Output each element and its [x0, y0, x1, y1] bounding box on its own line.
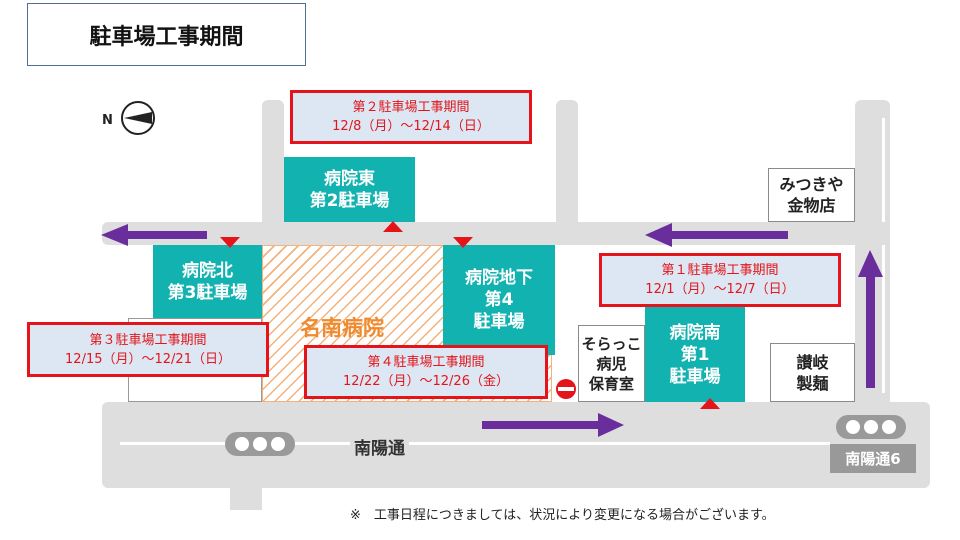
notice-lot-3: 第３駐車場工事期間 12/15（月）～12/21（日）: [27, 322, 269, 377]
notice-title: 第１駐車場工事期間: [661, 263, 779, 278]
road-main-line: [120, 442, 830, 445]
traffic-light-icon: [225, 432, 295, 456]
notice-title: 第４駐車場工事期間: [367, 355, 485, 370]
notice-title: 第２駐車場工事期間: [352, 100, 470, 115]
entrance-marker: [700, 398, 720, 409]
arrow-left-icon: [101, 224, 207, 246]
landmark-mitsukiya: みつきや 金物店: [768, 168, 855, 222]
hospital-name: 名南病院: [300, 316, 384, 340]
arrow-right-icon: [482, 413, 624, 437]
traffic-light-icon: [836, 415, 906, 439]
notice-period: 12/15（月）～12/21（日）: [65, 351, 231, 367]
intersection-label: 南陽通6: [830, 444, 916, 473]
notice-period: 12/22（月）～12/26（金）: [343, 374, 509, 389]
notice-lot-4: 第４駐車場工事期間 12/22（月）～12/26（金）: [304, 345, 548, 399]
parking-lot-1[interactable]: 病院南 第1 駐車場: [645, 307, 745, 402]
road-vertical-left: [262, 100, 284, 230]
notice-lot-1: 第１駐車場工事期間 12/1（月）～12/7（日）: [599, 253, 841, 307]
page-title: 駐車場工事期間: [89, 24, 244, 50]
parking-lot-2[interactable]: 病院東 第2駐車場: [284, 157, 415, 222]
compass-icon: N: [100, 100, 160, 136]
notice-period: 12/8（月）～12/14（日）: [332, 119, 490, 134]
parking-lot-4[interactable]: 病院地下 第4 駐車場: [443, 245, 555, 355]
notice-lot-2: 第２駐車場工事期間 12/8（月）～12/14（日）: [290, 90, 532, 144]
entrance-marker: [383, 221, 403, 232]
no-entry-icon: [556, 379, 576, 399]
notice-title: 第３駐車場工事期間: [89, 332, 207, 348]
road-horizontal: [102, 222, 890, 245]
parking-lot-3[interactable]: 病院北 第3駐車場: [153, 245, 262, 318]
landmark-sanuki: 讃岐 製麺: [770, 343, 855, 402]
road-center-line: [882, 118, 885, 393]
arrow-up-icon: [858, 250, 883, 388]
landmark-soracco: そらっこ 病児 保育室: [578, 325, 645, 402]
entrance-marker: [453, 237, 473, 248]
arrow-left-icon: [645, 223, 788, 247]
title-box: 駐車場工事期間: [27, 3, 306, 66]
road-stub: [230, 486, 262, 510]
compass-n-label: N: [102, 113, 113, 128]
footnote: ※ 工事日程につきましては、状況により変更になる場合がございます。: [350, 508, 775, 523]
road-vertical-middle: [556, 100, 578, 230]
entrance-marker: [220, 237, 240, 248]
notice-period: 12/1（月）～12/7（日）: [645, 282, 795, 297]
road-name: 南陽通: [350, 434, 409, 459]
